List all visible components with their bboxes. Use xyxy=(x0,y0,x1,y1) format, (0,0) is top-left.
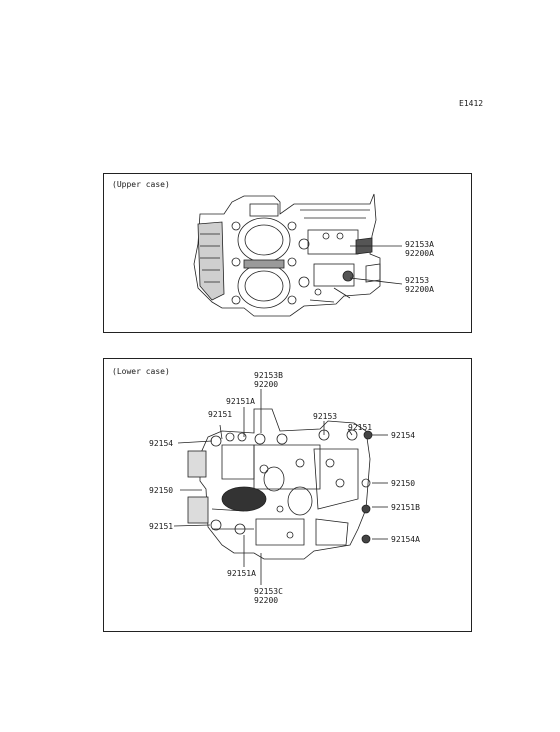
callout-92154: 92154 xyxy=(149,439,174,448)
callout-92153a: 92153A xyxy=(405,240,434,249)
lower-case-panel: (Lower case) xyxy=(103,358,472,632)
lower-crankcase-drawing xyxy=(173,389,388,585)
callout-92200a: 92200A xyxy=(405,249,434,258)
callout-92153c: 92153C xyxy=(254,587,283,596)
callout-92200a-2: 92200A xyxy=(405,285,434,294)
upper-case-panel: (Upper case) 92153A 92200A 92153 92200A xyxy=(103,173,472,333)
callout-92154a: 92154A xyxy=(391,535,420,544)
callout-92151: 92151 xyxy=(208,410,233,419)
callout-92200: 92200 xyxy=(254,380,279,389)
callout-92153: 92153 xyxy=(405,276,430,285)
upper-case-title: (Upper case) xyxy=(112,180,170,189)
callout-92154-right: 92154 xyxy=(391,431,416,440)
diagram-code: E1412 xyxy=(459,99,484,108)
callout-92151b: 92151B xyxy=(391,503,420,512)
callout-92150-right: 92150 xyxy=(391,479,416,488)
callout-92151-bottom-left: 92151 xyxy=(149,522,174,531)
callout-92151a-bottom: 92151A xyxy=(227,569,256,578)
callout-92200-bottom: 92200 xyxy=(254,596,279,605)
lower-case-title: (Lower case) xyxy=(112,367,170,376)
callout-92151a: 92151A xyxy=(226,397,255,406)
callout-92153b: 92153B xyxy=(254,371,283,380)
callout-92153: 92153 xyxy=(313,412,338,421)
upper-crankcase-drawing xyxy=(193,193,403,317)
callout-92151-2: 92151 xyxy=(348,423,373,432)
callout-92150: 92150 xyxy=(149,486,174,495)
